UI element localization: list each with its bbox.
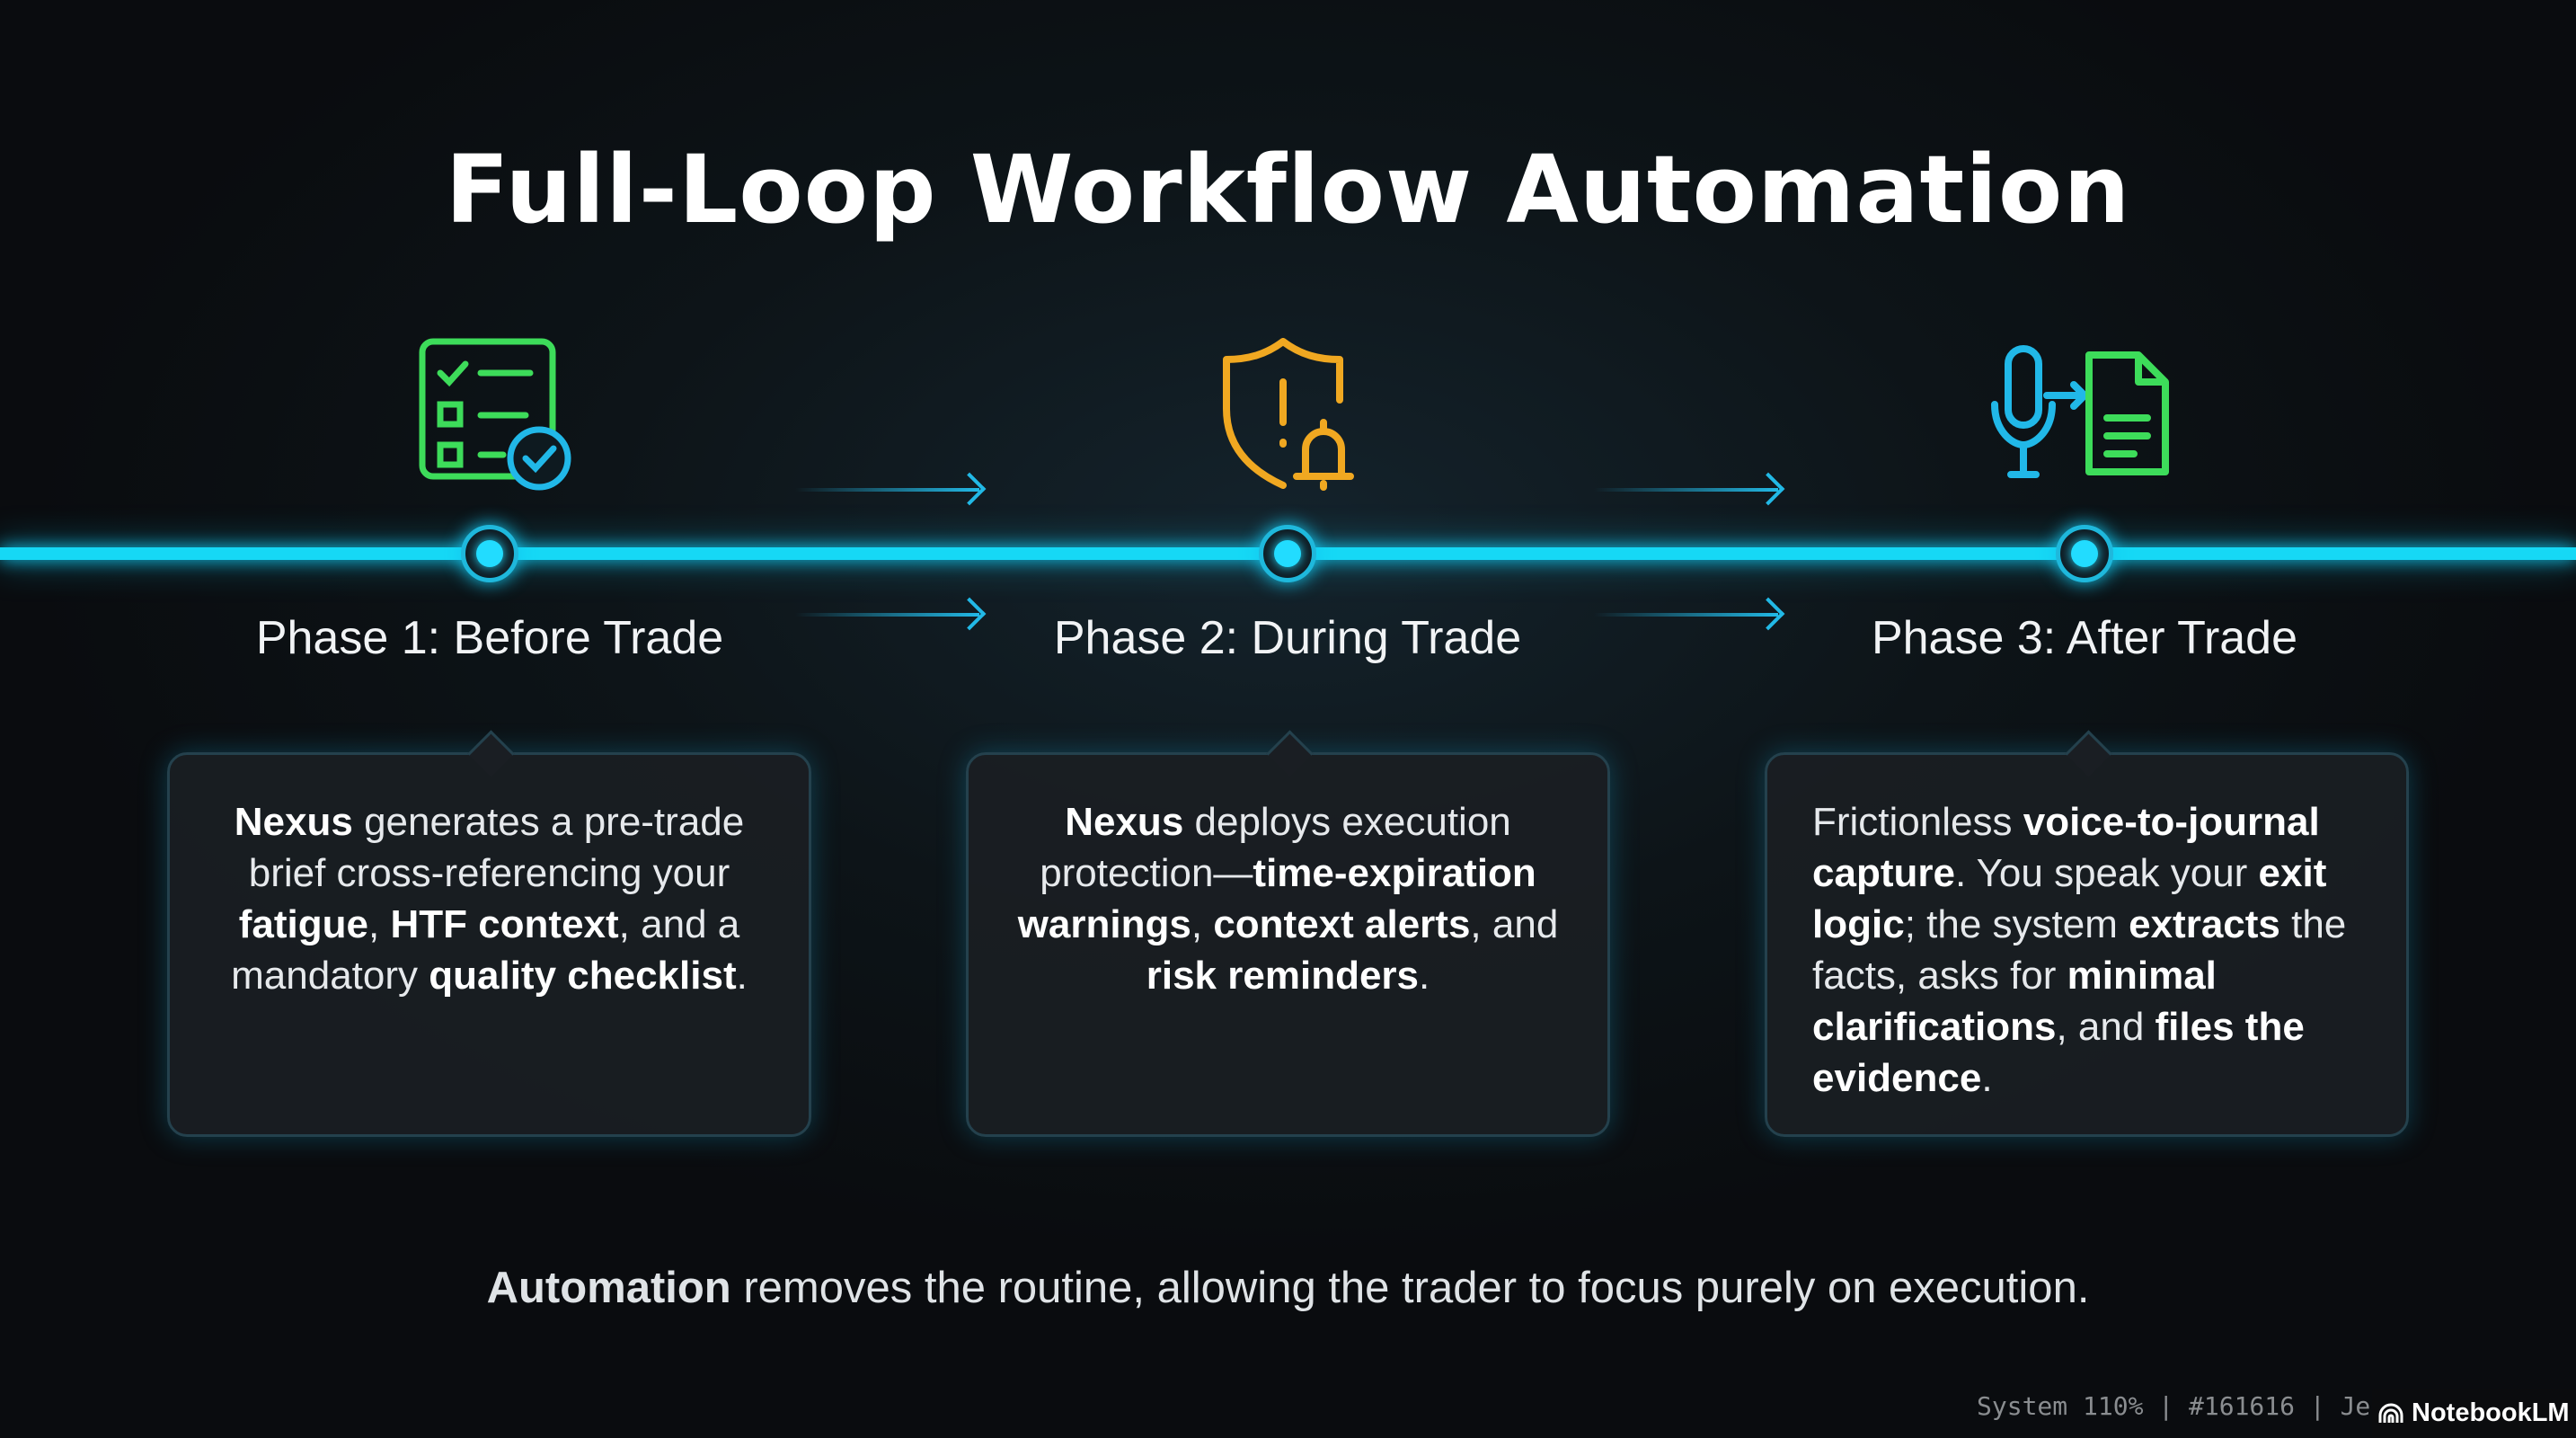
body-text: , and a mandatory <box>231 902 740 998</box>
page-title: Full-Loop Workflow Automation <box>445 135 2131 244</box>
timeline-node-phase-3 <box>2056 525 2113 582</box>
body-text: , <box>367 902 391 946</box>
body-text: the facts, asks for <box>1812 902 2347 998</box>
notebooklm-watermark: NotebookLM <box>2372 1389 2576 1438</box>
highlight-text: exit logic <box>1812 851 2327 946</box>
highlight-text: quality checklist <box>429 954 737 998</box>
highlight-text: extracts <box>2129 902 2280 946</box>
status-footer: System 110% | #161616 | Je <box>1977 1391 2371 1421</box>
notebooklm-logo-icon <box>2378 1403 2403 1423</box>
checklist-check-icon <box>419 338 571 491</box>
flow-arrow <box>1594 488 1778 492</box>
timeline-node-phase-2 <box>1259 525 1316 582</box>
phase-1-label: Phase 1: Before Trade <box>255 612 724 664</box>
body-text: , and <box>2056 1005 2156 1049</box>
phase-3-label: Phase 3: After Trade <box>1871 612 2298 664</box>
flow-arrow <box>795 488 979 492</box>
summary-text: Automation removes the routine, allowing… <box>0 1263 2576 1313</box>
shield-alert-bell-icon <box>1223 338 1354 491</box>
highlight-text: time-expiration warnings <box>1017 851 1536 946</box>
highlight-text: context alerts <box>1213 902 1471 946</box>
highlight-text: minimal clarifications <box>1812 954 2217 1049</box>
highlight-text: HTF context <box>390 902 619 946</box>
body-text: ; the system <box>1904 902 2129 946</box>
highlight-text: fatigue <box>238 902 368 946</box>
timeline-node-phase-1 <box>461 525 518 582</box>
body-text: , and <box>1470 902 1559 946</box>
body-text: . <box>736 954 748 998</box>
body-text: . <box>1981 1056 1993 1100</box>
highlight-text: Nexus <box>234 800 353 844</box>
microphone-to-document-icon <box>1991 345 2169 478</box>
body-text: , <box>1191 902 1214 946</box>
highlight-text: files the evidence <box>1812 1005 2305 1100</box>
phase-2-card: Nexus deploys execution protection—time-… <box>966 752 1610 1137</box>
body-text: . <box>1419 954 1430 998</box>
flow-arrow <box>1594 613 1778 617</box>
body-text: Frictionless <box>1812 800 2023 844</box>
phase-2-label: Phase 2: During Trade <box>1053 612 1522 664</box>
phase-3-card: Frictionless voice-to-journal capture. Y… <box>1765 752 2409 1137</box>
highlight-text: voice-to-journal capture <box>1812 800 2320 895</box>
body-text: generates a pre-trade brief cross-refere… <box>248 800 745 895</box>
highlight-text: risk reminders <box>1146 954 1420 998</box>
flow-arrow <box>795 613 979 617</box>
summary-rest: removes the routine, allowing the trader… <box>730 1264 2090 1312</box>
summary-bold: Automation <box>486 1264 731 1312</box>
brand-name: NotebookLM <box>2412 1398 2570 1427</box>
highlight-text: Nexus <box>1065 800 1184 844</box>
body-text: deploys execution protection— <box>1040 800 1511 895</box>
phase-1-card: Nexus generates a pre-trade brief cross-… <box>167 752 811 1137</box>
body-text: . You speak your <box>1954 851 2259 895</box>
